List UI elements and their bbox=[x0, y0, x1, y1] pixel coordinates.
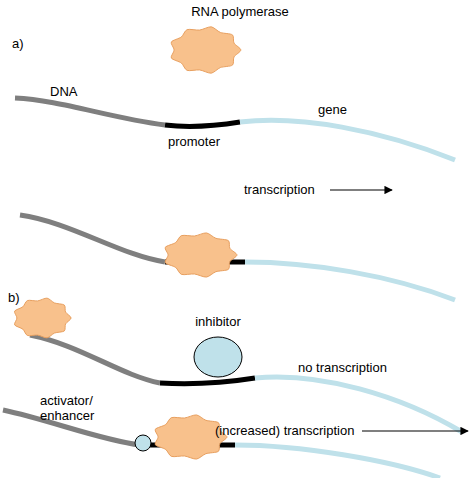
panel-letter: b) bbox=[8, 290, 20, 305]
promoter-segment bbox=[165, 122, 240, 126]
rna-polymerase-blob bbox=[165, 233, 237, 277]
promoter-segment bbox=[160, 378, 255, 384]
activator-protein-shape bbox=[135, 435, 151, 451]
gene-segment bbox=[235, 445, 440, 478]
node-label: RNA polymerase bbox=[160, 4, 320, 19]
direction-arrow bbox=[330, 189, 392, 190]
part-name: gene bbox=[318, 102, 347, 117]
node-label: inhibitor bbox=[180, 314, 256, 329]
activator-protein: activator/ enhancer bbox=[40, 393, 155, 453]
direction-arrow bbox=[362, 430, 468, 431]
inhibitor-protein-shape bbox=[194, 337, 242, 377]
gene-segment bbox=[240, 120, 455, 160]
rna-polymerase: RNA polymerase bbox=[160, 4, 320, 76]
dna-strand bbox=[30, 335, 160, 383]
inhibitor-protein: inhibitor bbox=[180, 314, 256, 380]
panel-letter: a) bbox=[12, 36, 24, 51]
dna-strand bbox=[20, 215, 165, 262]
node-label: activator/ enhancer bbox=[40, 393, 112, 423]
dna-strand bbox=[15, 98, 165, 125]
rna-polymerase-blob bbox=[15, 298, 72, 338]
process-label: (increased) transcription bbox=[215, 423, 354, 438]
rna-polymerase-blob bbox=[171, 27, 241, 73]
process-label: no transcription bbox=[298, 360, 387, 375]
part-name: DNA bbox=[50, 84, 77, 99]
part-name: promoter bbox=[168, 134, 220, 149]
process-label: transcription bbox=[244, 182, 315, 197]
gene-segment bbox=[245, 262, 455, 300]
